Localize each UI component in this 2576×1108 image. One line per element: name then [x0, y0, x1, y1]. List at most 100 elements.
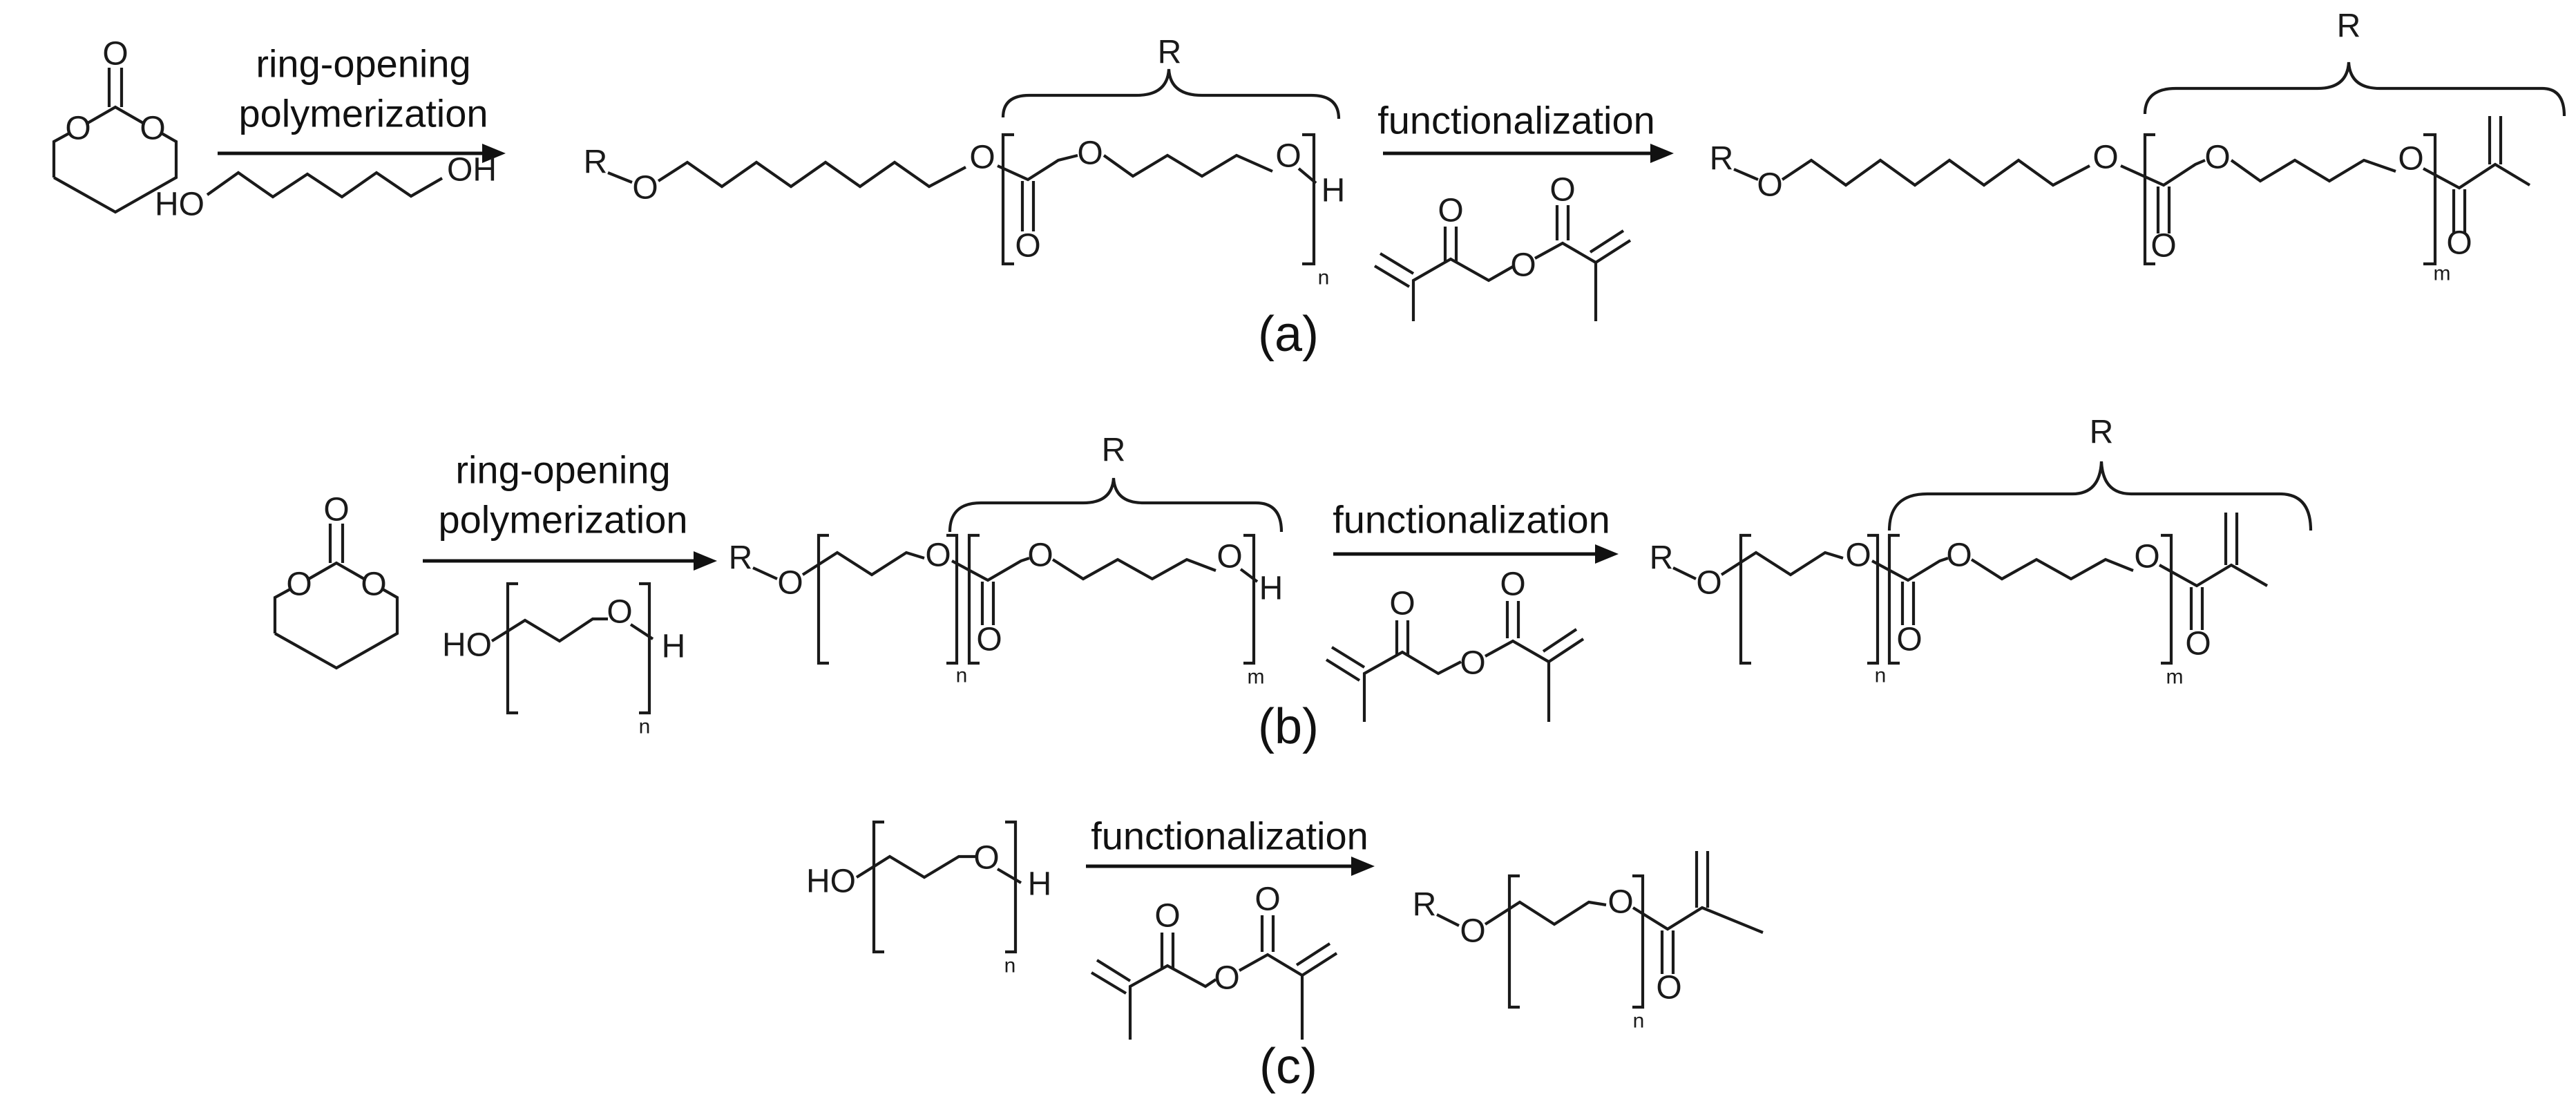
row-c: HO O H n functionalization O O O: [806, 814, 1764, 1094]
repeat-count-m: m: [2434, 262, 2451, 285]
ether-oxygen: O: [1757, 167, 1782, 204]
methacrylic-anhydride-b: O O O: [1325, 566, 1585, 722]
methacrylate-product-a: R O O O O O O m R: [1710, 8, 2566, 285]
hydroxyl-label: HO: [806, 863, 856, 900]
anhydride-oxygen: O: [1460, 645, 1485, 682]
hexanediol: HO OH: [155, 152, 497, 223]
r-group-label: R: [1650, 540, 1674, 577]
ester-oxygen: O: [2204, 140, 2230, 176]
ester-oxygen: O: [2092, 140, 2118, 176]
carbonyl-oxygen: O: [1438, 193, 1463, 229]
repeat-count-m: m: [2166, 666, 2184, 689]
anhydride-oxygen: O: [1214, 960, 1239, 997]
rop-label-line2: polymerization: [238, 92, 488, 135]
ether-oxygen: O: [632, 170, 658, 207]
carbonyl-oxygen: O: [2150, 228, 2176, 265]
func-label: functionalization: [1091, 814, 1368, 858]
row-a: O O O ring-opening polymerization HO OH …: [52, 8, 2566, 362]
panel-label-b: (b): [1258, 699, 1319, 754]
func-label: functionalization: [1377, 99, 1655, 142]
ring-oxygen: O: [361, 566, 386, 603]
panel-label-c: (c): [1259, 1039, 1317, 1094]
hydroxyl-label: OH: [447, 152, 497, 189]
ether-oxygen: O: [777, 565, 803, 602]
rop-label-line1: ring-opening: [256, 42, 470, 86]
carbonyl-oxygen: O: [1015, 228, 1040, 265]
polycarbonate-diol-a: R O O O O O H n R: [584, 35, 1346, 289]
rop-arrow-b: ring-opening polymerization: [423, 448, 717, 571]
repeat-count-n: n: [639, 716, 651, 738]
carbonyl-oxygen: O: [323, 492, 349, 528]
methacrylate-product-b: R O O n O O O O m R: [1650, 414, 2313, 689]
ester-oxygen: O: [1077, 135, 1103, 172]
ether-oxygen: O: [973, 840, 999, 877]
rop-label-line1: ring-opening: [455, 448, 670, 492]
repeat-count-m: m: [1248, 666, 1265, 689]
repeat-count-n: n: [1004, 955, 1016, 977]
r-group-label: R: [1710, 141, 1734, 178]
carbonyl-oxygen: O: [976, 622, 1002, 658]
hydroxyl-label: HO: [442, 627, 492, 664]
ester-oxygen: O: [1845, 537, 1871, 574]
ring-oxygen: O: [140, 111, 165, 147]
terminal-hydrogen: H: [1322, 173, 1346, 209]
anhydride-oxygen: O: [1510, 247, 1536, 284]
ether-oxygen: O: [1460, 913, 1485, 950]
rop-label-line2: polymerization: [438, 498, 687, 542]
carbonyl-oxygen: O: [1549, 172, 1575, 209]
terminal-hydrogen: H: [1028, 866, 1052, 903]
carbonyl-oxygen: O: [1500, 566, 1525, 603]
ester-oxygen: O: [1607, 884, 1633, 921]
r-group-label: R: [729, 540, 753, 577]
ether-oxygen: O: [1696, 565, 1721, 602]
carbonyl-oxygen: O: [2446, 225, 2472, 262]
repeat-count-n: n: [1875, 665, 1887, 687]
ester-oxygen: O: [925, 537, 951, 574]
carbonyl-oxygen: O: [1656, 970, 1681, 1006]
cyclic-carbonate-a: O O O: [52, 36, 178, 214]
func-arrow-c: functionalization: [1086, 814, 1375, 876]
carbonyl-oxygen: O: [2185, 626, 2211, 662]
r-brace-label: R: [1158, 35, 1182, 71]
func-arrow-b: functionalization: [1333, 498, 1619, 564]
carbonyl-oxygen: O: [1389, 586, 1415, 622]
terminal-hydrogen: H: [1259, 571, 1284, 607]
ether-oxygen: O: [607, 594, 632, 631]
peg-reagent-b: HO O H n: [442, 582, 686, 738]
repeat-count-n: n: [1318, 267, 1330, 289]
peg-reagent-c: HO O H n: [806, 820, 1052, 977]
ester-oxygen: O: [2398, 141, 2423, 178]
panel-label-a: (a): [1258, 307, 1319, 362]
row-b: O O O ring-opening polymerization HO O H…: [273, 414, 2313, 754]
ester-oxygen: O: [969, 140, 995, 176]
repeat-count-n: n: [1633, 1010, 1645, 1033]
terminal-oxygen: O: [1217, 539, 1242, 575]
hydroxyl-label: HO: [155, 187, 204, 223]
methacrylic-anhydride-c: O O O: [1090, 881, 1338, 1040]
terminal-hydrogen: H: [662, 629, 686, 665]
func-label: functionalization: [1333, 498, 1610, 542]
terminal-oxygen: O: [1275, 138, 1301, 175]
carbonyl-oxygen: O: [102, 36, 128, 73]
ring-oxygen: O: [65, 111, 90, 147]
r-group-label: R: [1413, 887, 1437, 924]
func-arrow-a: functionalization: [1377, 99, 1674, 163]
carbonyl-oxygen: O: [1154, 898, 1180, 935]
rop-arrow-a: ring-opening polymerization: [218, 42, 506, 163]
r-brace-label: R: [2090, 414, 2114, 451]
ester-oxygen: O: [2134, 539, 2159, 575]
carbonyl-oxygen: O: [1254, 881, 1280, 918]
r-brace-label: R: [1102, 432, 1126, 469]
methacrylic-anhydride-a: O O O: [1373, 172, 1632, 321]
cyclic-carbonate-b: O O O: [273, 492, 399, 670]
ester-oxygen: O: [1946, 537, 1972, 574]
ring-oxygen: O: [286, 566, 312, 603]
ester-oxygen: O: [1027, 537, 1053, 574]
r-group-label: R: [584, 144, 608, 181]
peg-methacrylate-c: R O O O n: [1413, 851, 1764, 1033]
r-brace-label: R: [2337, 8, 2361, 45]
peg-polycarbonate-b: R O O n O O O H m R: [729, 432, 1284, 689]
repeat-count-n: n: [956, 665, 968, 687]
carbonyl-oxygen: O: [1896, 622, 1922, 658]
